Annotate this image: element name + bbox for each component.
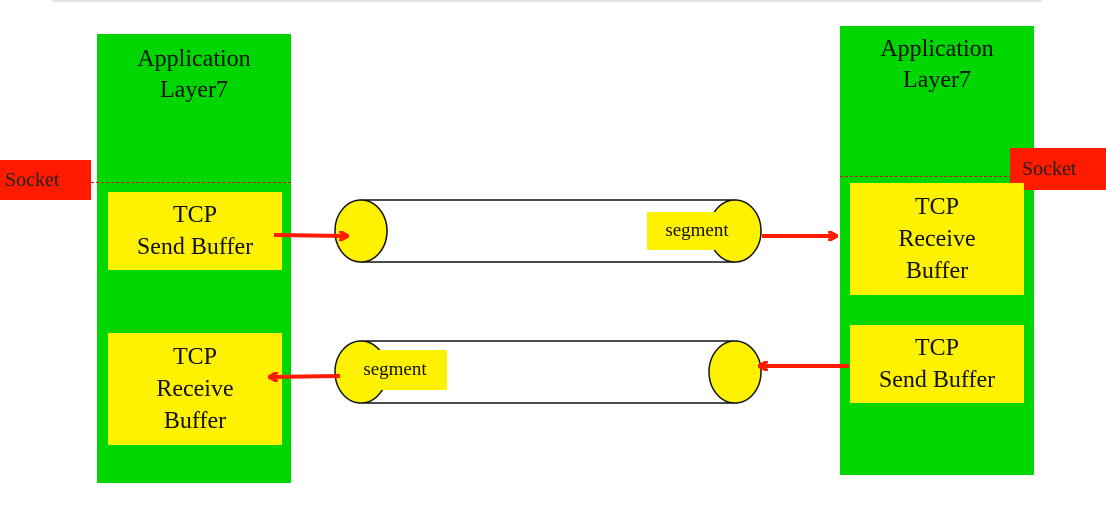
top-pipe-front-end: [334, 199, 388, 263]
top-divider: [52, 0, 1042, 2]
left-layer-title: Application Layer7: [137, 46, 251, 103]
top-segment-label: segment: [647, 212, 747, 250]
arrow-send-into-pipe: [273, 235, 347, 236]
left-receive-buffer: TCP Receive Buffer: [108, 333, 282, 445]
right-layer-title: Application Layer7: [880, 36, 994, 93]
right-send-buffer: TCP Send Buffer: [850, 325, 1024, 403]
bottom-pipe-right-end: [708, 340, 762, 404]
left-socket-label: Socket: [0, 160, 91, 200]
left-socket-boundary: [91, 182, 291, 183]
right-socket-label: Socket: [1010, 148, 1106, 190]
arrow-pipe-to-left-receive: [270, 376, 341, 377]
left-send-buffer: TCP Send Buffer: [108, 192, 282, 270]
right-socket-boundary: [840, 176, 1012, 177]
right-receive-buffer: TCP Receive Buffer: [850, 183, 1024, 295]
bottom-segment-label: segment: [343, 350, 447, 390]
